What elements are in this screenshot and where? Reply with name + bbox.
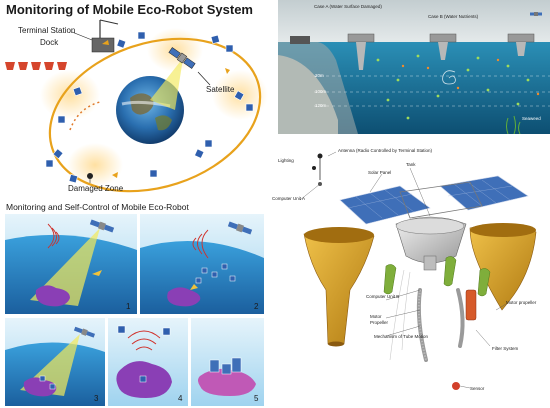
step-panel-5 — [191, 318, 264, 406]
surface-robot-1 — [347, 33, 375, 70]
underwater-scene-panel: Case A (Water Surface Damaged) Case B (W… — [278, 0, 550, 134]
propeller-label: Propeller — [370, 320, 389, 325]
depth-label-2: 100m — [315, 89, 327, 94]
computer-unit-a-label: Computer Unit A — [272, 196, 306, 201]
self-control-title: Monitoring and Self-Control of Mobile Ec… — [6, 202, 189, 212]
computer-unit-b-label: Computer Unit B — [366, 294, 400, 299]
case-a-label: Case A (Water Surface Damaged) — [314, 4, 382, 9]
depth-label-1: 20m — [315, 73, 324, 78]
step-number-1: 1 — [126, 302, 131, 311]
solar-panel-left — [339, 185, 431, 225]
step-panel-3 — [5, 318, 105, 406]
mechanism-label: Mechanism of Tube Motion — [374, 334, 429, 339]
antenna-label: Antenna (Radio Controlled by Terminal St… — [338, 148, 432, 153]
filter-part — [465, 289, 477, 321]
solar-panel-label: Solar Panel — [368, 170, 392, 175]
step-panel-2 — [140, 214, 264, 314]
system-diagram-title: Monitoring of Mobile Eco-Robot System — [6, 2, 253, 17]
lighting-label: Lighting — [278, 158, 294, 163]
surface-robot-2 — [429, 33, 457, 60]
terminal-station-icons — [5, 62, 67, 70]
tank-label: Tank — [406, 162, 416, 167]
dock-label: Dock — [40, 38, 59, 47]
seaweed-icon — [506, 115, 521, 134]
mini-satellite-icon — [530, 12, 542, 16]
seaweed-label: Seaweed — [522, 116, 541, 121]
step-number-4: 4 — [178, 394, 183, 403]
depth-label-3: 120m — [315, 103, 327, 108]
dock-icon — [91, 19, 119, 53]
surface-robot-3 — [507, 33, 535, 56]
right-funnel-part — [469, 223, 537, 311]
case-b-label: Case B (Water Nutrients) — [428, 14, 479, 19]
self-control-steps — [5, 214, 264, 406]
sensor-part — [452, 382, 460, 390]
step-panel-4 — [108, 318, 188, 406]
tank-part — [395, 216, 467, 271]
underwater-illustration — [278, 0, 550, 134]
step-panel-1 — [5, 214, 137, 314]
system-diagram-panel: Monitoring of Mobile Eco-Robot System — [0, 0, 268, 200]
satellite-label: Satellite — [206, 85, 235, 94]
robot-illustration — [299, 151, 537, 390]
filter-system-label: Filter System — [492, 346, 519, 351]
robot-exploded-view: Lighting Antenna (Radio Controlled by Te… — [270, 140, 550, 408]
step-number-5: 5 — [254, 394, 259, 403]
left-funnel-part — [303, 227, 375, 347]
motor-label: Motor — [370, 314, 382, 319]
sensor-label: Sensor — [470, 386, 485, 391]
step-number-2: 2 — [254, 302, 259, 311]
orbit-path — [48, 37, 262, 193]
orbit-illustration — [5, 19, 268, 193]
motor-propeller-label: Motor propeller — [506, 300, 537, 305]
terminal-station-label: Terminal Station — [18, 26, 76, 35]
self-control-panel: Monitoring and Self-Control of Mobile Ec… — [0, 200, 268, 408]
satellite-icon — [168, 47, 196, 69]
solar-panel-right — [439, 175, 529, 211]
damaged-zone-label: Damaged Zone — [68, 184, 124, 193]
step-number-3: 3 — [94, 394, 99, 403]
